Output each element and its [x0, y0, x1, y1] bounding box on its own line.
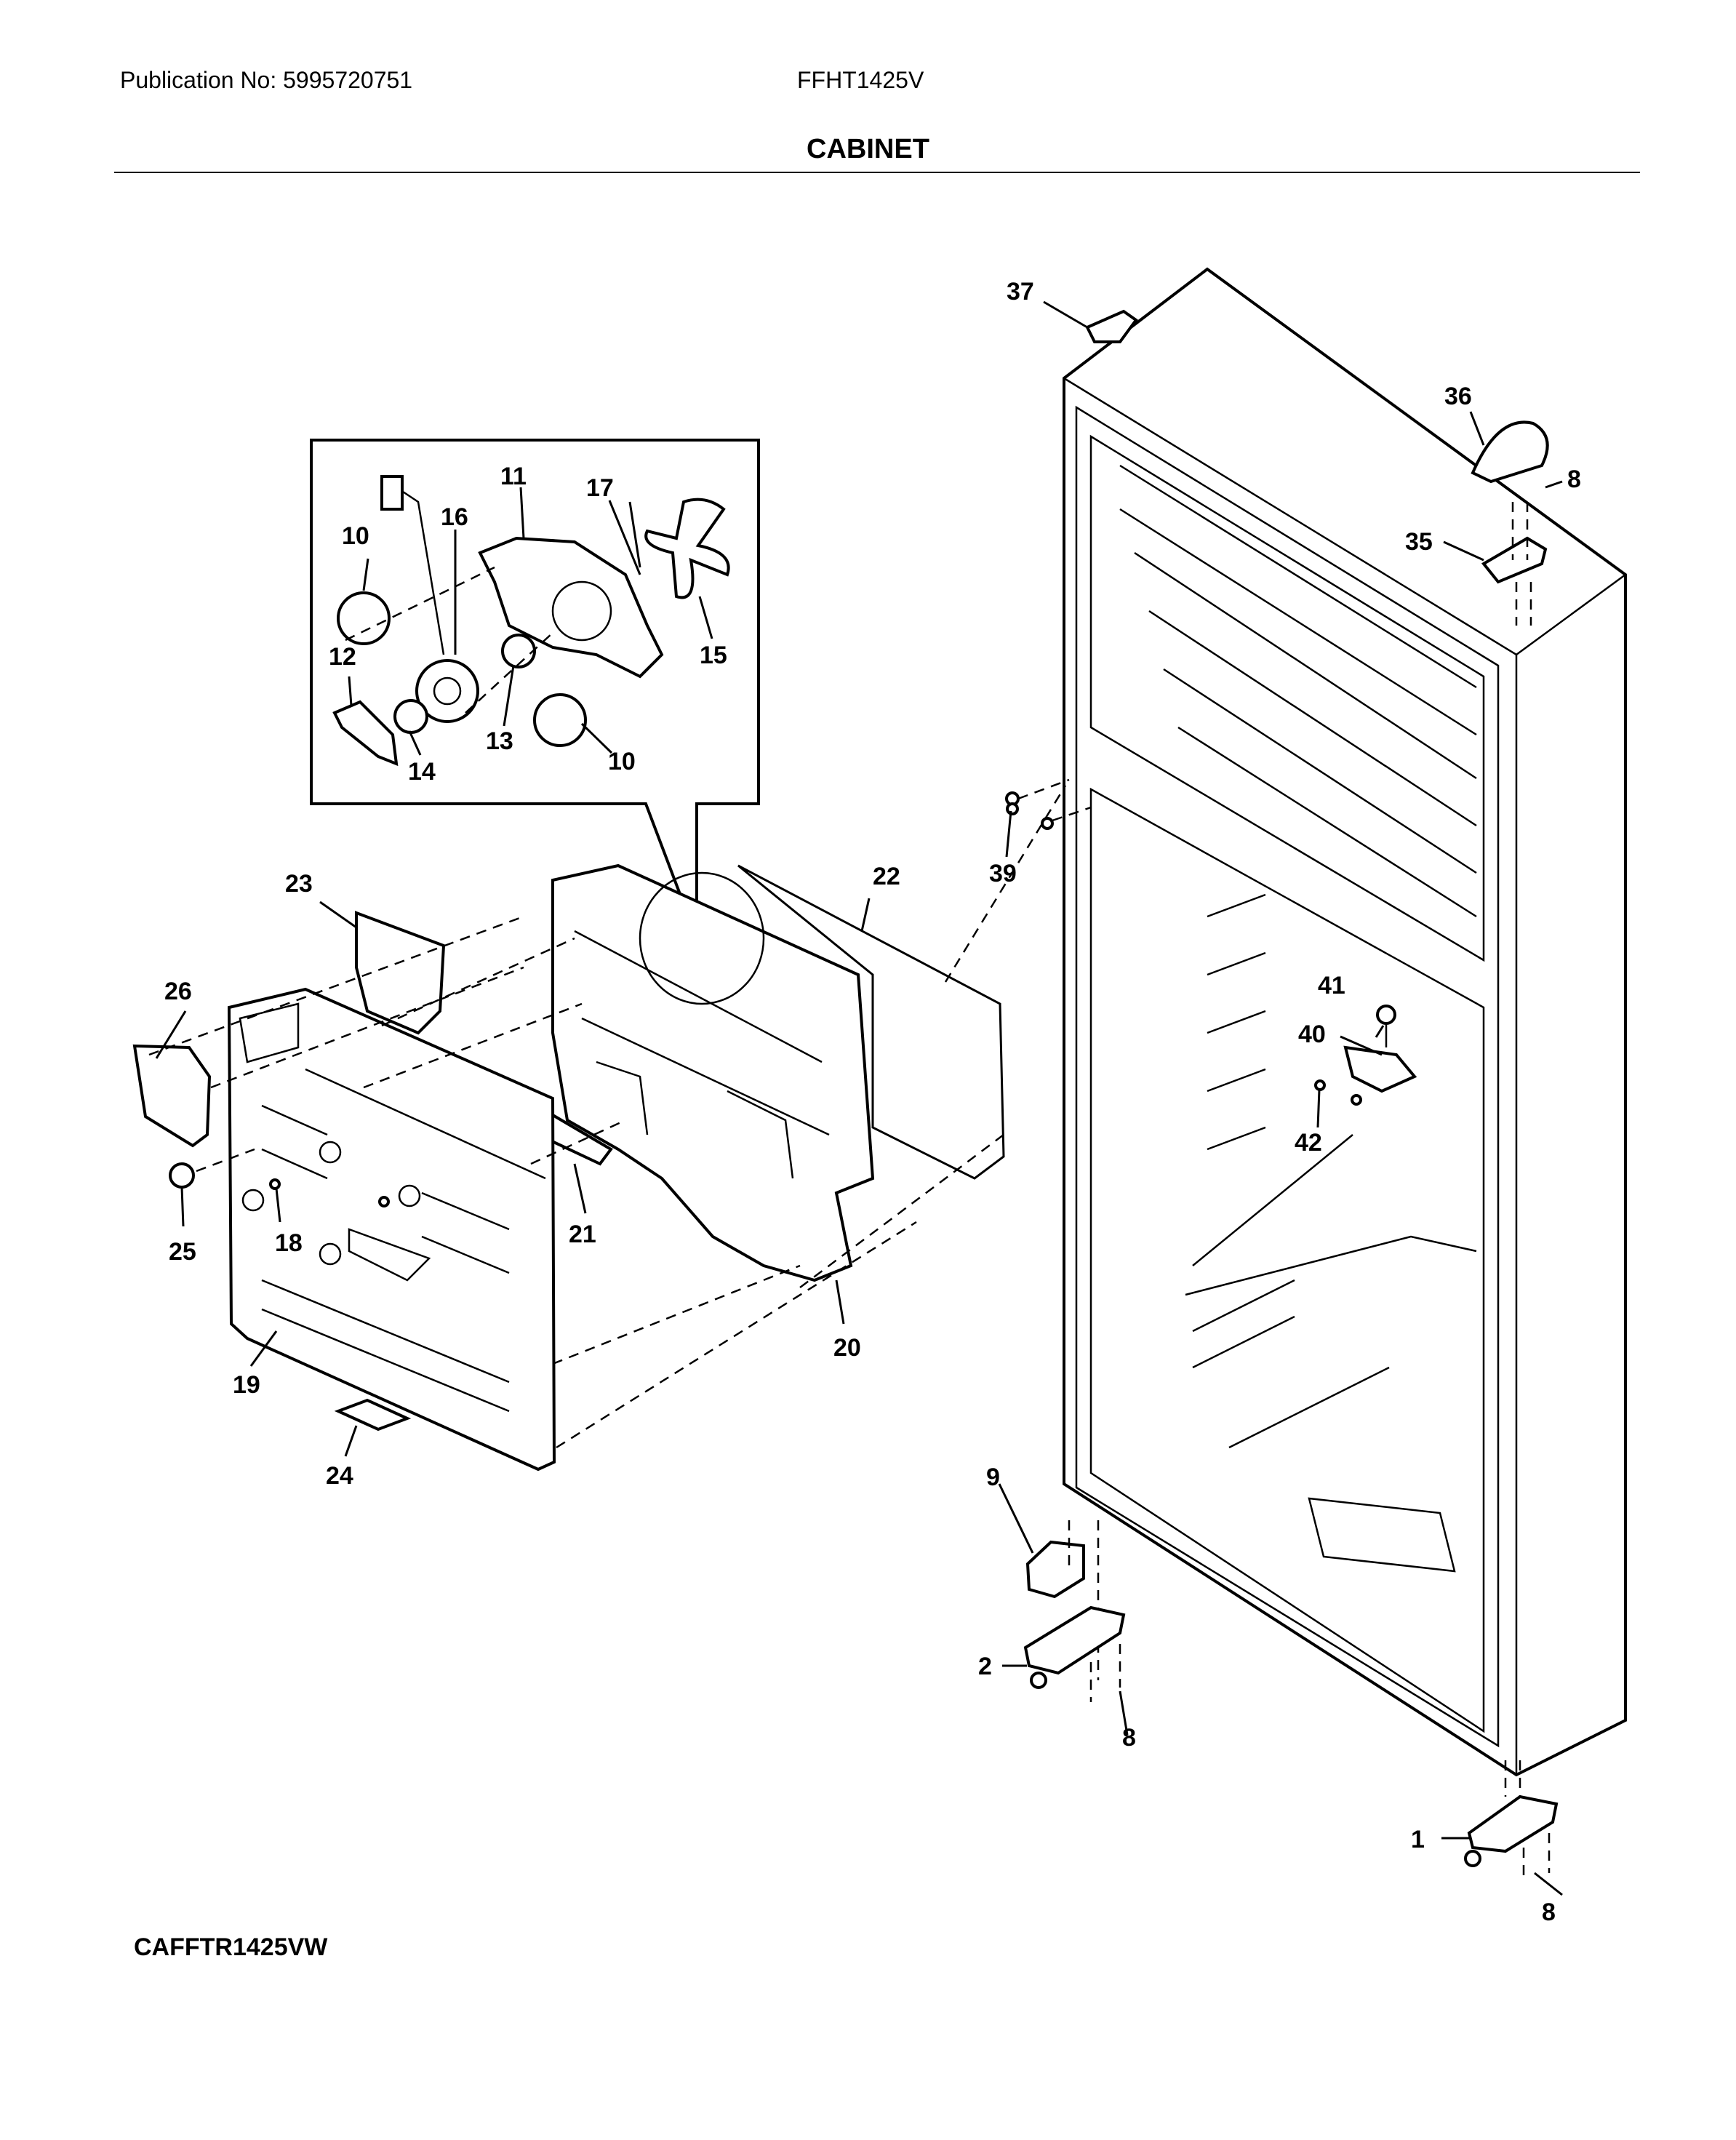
screws-18: [269, 1178, 390, 1207]
grommet-10-upper: [337, 591, 391, 645]
callout-8-top: 8: [1567, 466, 1581, 493]
callout-16: 16: [441, 503, 468, 531]
bottom-hinge-cover-9: [1025, 1520, 1100, 1680]
callout-labels: 37 36 8 35 39 41 40 42 9 2 8 1 8 10 11 1…: [164, 278, 1581, 1926]
drain-grommet-24: [334, 1398, 412, 1432]
control-cover-26: [132, 1044, 212, 1148]
callout-17: 17: [586, 474, 614, 502]
callout-23: 23: [285, 870, 313, 898]
callout-2: 2: [978, 1653, 992, 1680]
callout-40: 40: [1298, 1021, 1326, 1048]
callout-8-bottom: 8: [1542, 1899, 1556, 1926]
callout-14: 14: [408, 758, 436, 786]
callout-20: 20: [833, 1334, 861, 1362]
callout-26: 26: [164, 978, 192, 1005]
cabinet-shell: [1063, 267, 1627, 1777]
callout-42: 42: [1295, 1129, 1322, 1157]
callout-19: 19: [233, 1371, 260, 1399]
callout-13: 13: [486, 727, 513, 755]
callout-12: 12: [329, 643, 356, 671]
evaporator-cover-20: [551, 863, 875, 1282]
evaporator-fan-assembly-inset: [310, 439, 760, 939]
footer-model-code: CAFFTR1425VW: [134, 1933, 328, 1961]
callout-37: 37: [1007, 278, 1034, 306]
grommet-10-lower: [533, 693, 587, 747]
section-title: CABINET: [807, 134, 929, 164]
callout-39: 39: [989, 860, 1017, 887]
center-hinge-40: [1314, 1005, 1417, 1106]
callout-11: 11: [500, 463, 527, 490]
publication-number: Publication No: 5995720751: [120, 67, 413, 93]
header-rule: [114, 172, 1640, 173]
callout-41: 41: [1318, 972, 1345, 999]
assembly-dashed-lines: [148, 785, 1067, 1449]
callout-36: 36: [1444, 383, 1472, 410]
grommet-14: [393, 699, 428, 734]
callout-18: 18: [275, 1229, 303, 1257]
bracket-12: [332, 700, 399, 767]
callout-9: 9: [986, 1464, 1000, 1491]
top-hinge-35: [1481, 502, 1548, 626]
callout-22: 22: [873, 863, 900, 890]
plug-25: [169, 1162, 195, 1189]
foam-block-23: [355, 911, 446, 1035]
screws-39: [1005, 778, 1092, 830]
callout-10-lower: 10: [608, 748, 636, 775]
callout-24: 24: [326, 1462, 353, 1490]
callout-15: 15: [700, 642, 727, 669]
fan-motor-16: [415, 659, 479, 723]
bottom-hinge-1: [1464, 1760, 1559, 1877]
fan-blade-15: [644, 498, 730, 599]
callout-1: 1: [1411, 1826, 1425, 1853]
fan-housing-11: [478, 536, 664, 679]
top-hinge-cover-37: [1085, 309, 1138, 343]
top-hinge-cover-36: [1471, 420, 1549, 484]
bottom-hinge-2: [1023, 1605, 1126, 1702]
insulation-22: [737, 864, 1005, 1180]
callout-8-middle: 8: [1122, 1724, 1136, 1752]
callout-10-upper: 10: [342, 522, 369, 550]
callout-21: 21: [569, 1221, 596, 1248]
leader-lines: [155, 300, 1563, 1896]
rear-panel-19: [227, 987, 556, 1472]
model-number: FFHT1425V: [797, 67, 924, 93]
callout-35: 35: [1405, 528, 1433, 556]
callout-25: 25: [169, 1238, 196, 1266]
motor-mount-13: [501, 634, 536, 668]
